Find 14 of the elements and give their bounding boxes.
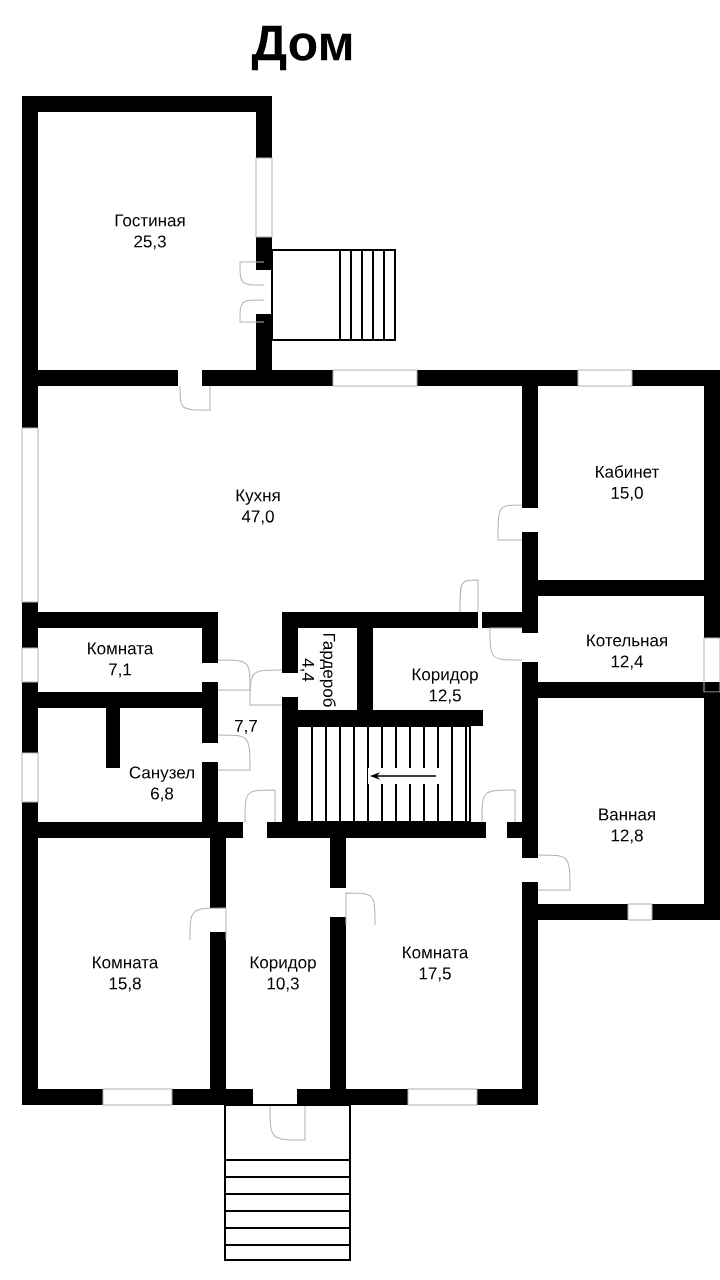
title: Дом — [251, 25, 352, 71]
room-label: Комната 17,5 — [403, 946, 469, 982]
room-label: Комната 7,1 — [88, 642, 154, 678]
room-label: 7,7 — [235, 720, 257, 734]
room-label: Ванная 12,8 — [599, 808, 655, 844]
room-label: Кабинет 15,0 — [596, 465, 660, 501]
room-label: Коридор 10,3 — [250, 956, 316, 992]
room-label: Кухня 47,0 — [236, 489, 280, 525]
room-label: Комната 15,8 — [93, 956, 159, 992]
room-label: Гостиная 25,3 — [115, 214, 185, 250]
room-label: Коридор 12,5 — [412, 668, 478, 704]
room-label: Гардероб 4,4 — [300, 634, 336, 707]
room-label: Котельная 12,4 — [587, 634, 667, 670]
room-label: Санузел 6,8 — [129, 766, 194, 802]
